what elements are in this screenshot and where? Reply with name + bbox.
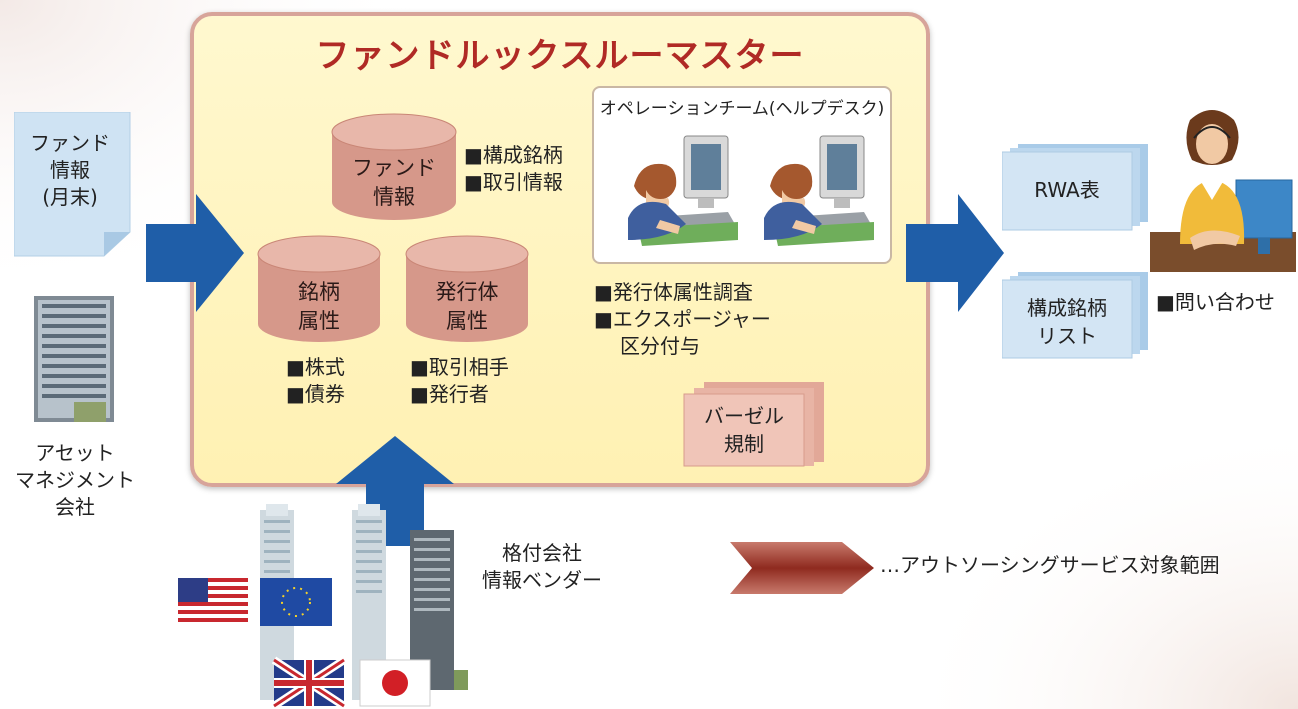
building-icon <box>34 296 114 422</box>
helpdesk-operator-illustration <box>1150 110 1296 272</box>
issuer-attr-notes: ■取引相手 ■発行者 <box>410 354 509 408</box>
fund-info-cylinder: ファンド 情報 <box>330 112 458 222</box>
eu-flag-icon <box>260 578 332 626</box>
rwa-label: RWA表 <box>1034 178 1100 202</box>
security-attr-label-2: 属性 <box>298 309 340 333</box>
outsourcing-scope-legend-text: …アウトソーシングサービス対象範囲 <box>880 553 1220 577</box>
fund-info-label-2: 情報 <box>373 185 415 209</box>
japan-flag-icon <box>359 659 431 707</box>
doc-label-line: 情報 <box>50 158 90 182</box>
basel-label-line: 規制 <box>724 432 764 456</box>
note-item: ■発行体属性調査 <box>594 280 753 304</box>
note-item: 区分付与 <box>620 334 700 358</box>
fund-info-label-1: ファンド <box>352 156 436 180</box>
company-label-line: アセット <box>35 441 115 465</box>
note-item: ■取引相手 <box>410 355 509 379</box>
constituent-list-label: 構成銘柄 リスト <box>1004 294 1130 350</box>
input-arrow-up <box>336 436 454 546</box>
us-flag-icon <box>178 578 248 624</box>
inquiry-label: ■問い合わせ <box>1156 290 1275 314</box>
company-label-line: 会社 <box>55 495 95 519</box>
operations-notes: ■発行体属性調査 ■エクスポージャー 区分付与 <box>594 279 771 360</box>
security-attr-label-1: 銘柄 <box>298 280 340 304</box>
outsourcing-scope-legend-arrow <box>730 542 874 594</box>
basel-cards <box>683 382 824 467</box>
note-item: ■債券 <box>286 382 345 406</box>
fund-info-notes: ■構成銘柄 ■取引情報 <box>464 142 563 196</box>
vendor-label-line: 情報ベンダー <box>482 568 602 592</box>
doc-label-line: (月末) <box>42 185 98 209</box>
security-attr-cylinder: 銘柄 属性 <box>256 234 382 344</box>
issuer-attr-label-2: 属性 <box>446 309 488 333</box>
vendor-label-line: 格付会社 <box>502 541 582 565</box>
basel-label-line: バーゼル <box>704 404 784 428</box>
basel-label: バーゼル 規制 <box>684 402 804 458</box>
note-item: ■エクスポージャー <box>594 307 771 331</box>
operator-illustration-1 <box>628 135 738 246</box>
rating-vendor-buildings <box>178 504 468 708</box>
rating-vendor-label: 格付会社 情報ベンダー <box>482 540 602 594</box>
cylinder-shape <box>405 235 529 342</box>
issuer-attr-label-1: 発行体 <box>435 280 499 304</box>
cylinder-shape <box>331 113 457 220</box>
output-arrow-right <box>906 194 1004 312</box>
company-label-line: マネジメント <box>15 468 135 492</box>
security-attr-notes: ■株式 ■債券 <box>286 354 345 408</box>
note-item: ■株式 <box>286 355 345 379</box>
fund-info-doc-label: ファンド 情報 (月末) <box>14 130 126 211</box>
rwa-document-stack <box>1002 144 1148 231</box>
constituent-list-document-stack <box>1002 272 1148 359</box>
doc-label-line: ファンド <box>30 131 110 155</box>
issuer-attr-cylinder: 発行体 属性 <box>404 234 530 344</box>
input-arrow-left <box>146 194 244 312</box>
note-item: ■取引情報 <box>464 170 563 194</box>
note-item: ■発行者 <box>410 382 489 406</box>
operations-team-title: オペレーションチーム(ヘルプデスク) <box>599 99 885 119</box>
operator-illustration-2 <box>764 135 874 246</box>
main-title: ファンドルックスルーマスター <box>315 36 805 76</box>
note-item: ■構成銘柄 <box>464 143 563 167</box>
uk-flag-icon <box>271 656 347 708</box>
asset-management-label: アセット マネジメント 会社 <box>0 440 150 521</box>
list-label-line: リスト <box>1037 324 1097 348</box>
list-label-line: 構成銘柄 <box>1027 296 1107 320</box>
cylinder-shape <box>257 235 381 342</box>
fund-info-document <box>14 112 131 257</box>
